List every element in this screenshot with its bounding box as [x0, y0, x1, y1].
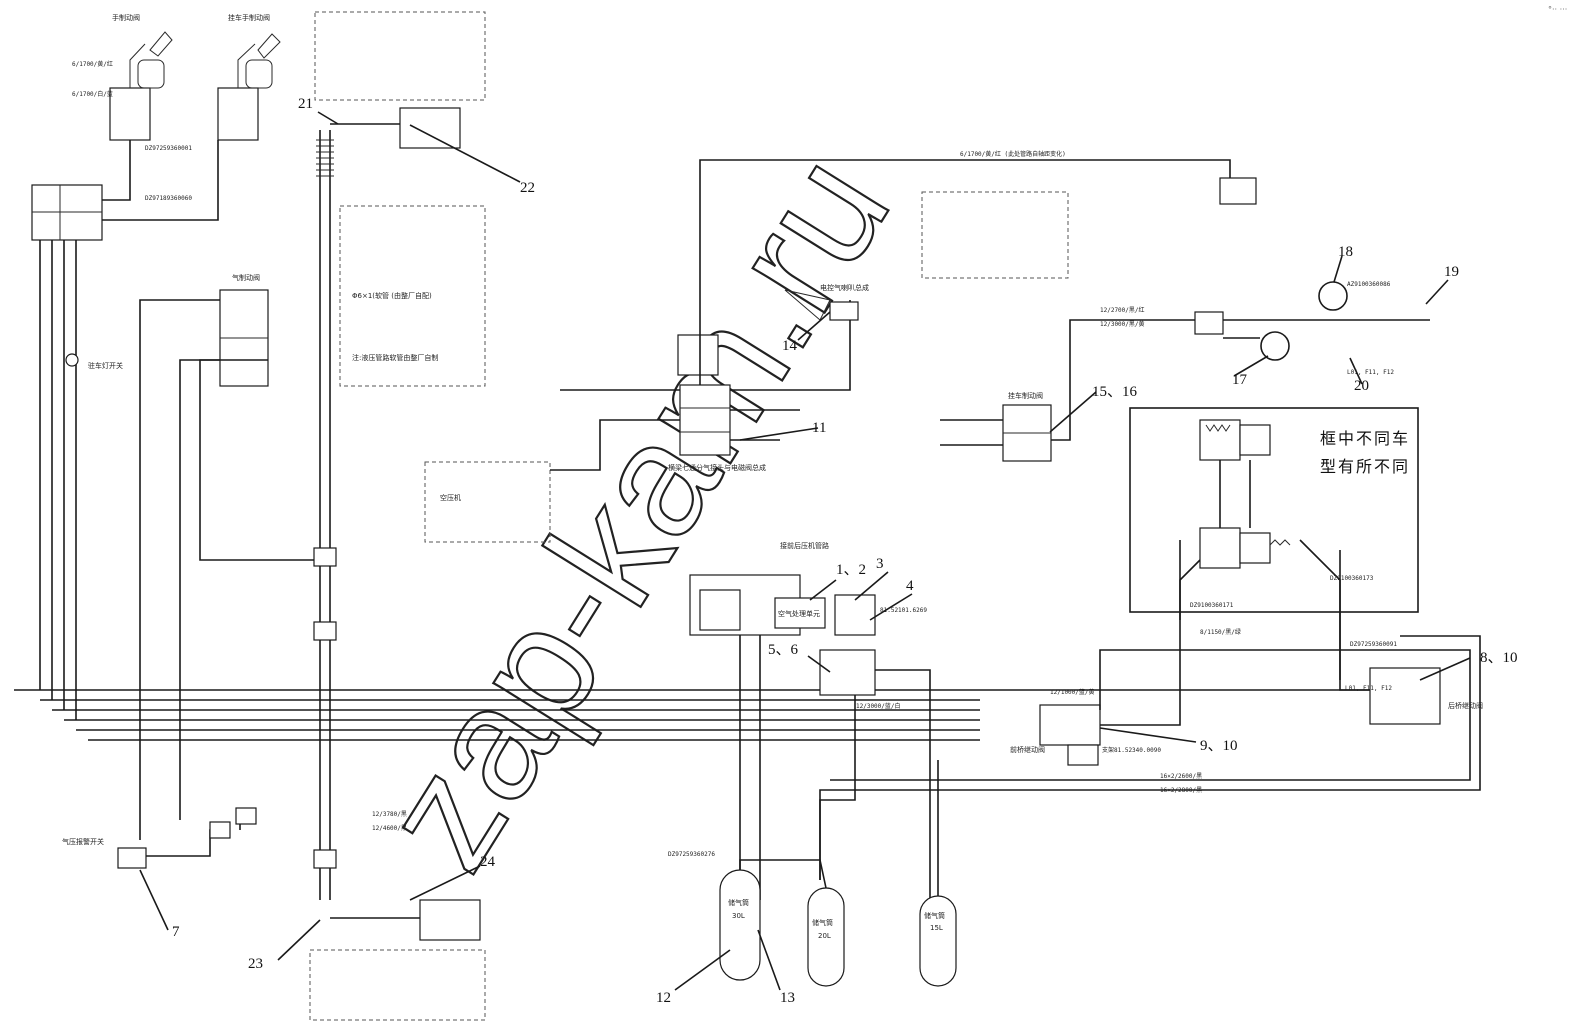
part-label: DZ97259360276: [668, 851, 715, 858]
callout-12: 12: [656, 990, 671, 1006]
rear-relay-label: 后桥继动阀: [1448, 701, 1483, 710]
tube-label: 12/4600/黑: [372, 825, 407, 832]
coupling-coil-yellow: [1260, 331, 1290, 361]
callout-13: 13: [780, 990, 795, 1006]
tank-2-sub: 20L: [818, 932, 831, 940]
trailer-valve-label: 挂车制动阀: [1008, 391, 1043, 400]
callout-5-6: 5、6: [768, 642, 799, 658]
callout-20: 20: [1354, 378, 1369, 394]
callout-7: 7: [172, 924, 180, 940]
tank-1-label: 储气筒: [728, 898, 749, 907]
part-label: DZ97259360001: [145, 145, 192, 152]
tube-label: 12/1000/蓝/黄: [1050, 688, 1095, 696]
hand-valve-label: 手制动阀: [112, 13, 140, 22]
inset-bottom: [309, 949, 486, 1021]
tube-label: 8/1150/黑/绿: [1200, 628, 1241, 636]
callout-1-2: 1、2: [836, 562, 866, 578]
corner-mark: °·· ···: [1548, 5, 1567, 14]
callout-4: 4: [906, 578, 914, 594]
callout-21: 21: [298, 96, 313, 112]
spec-label: 支架81.52340.0090: [1102, 746, 1161, 754]
air-tanks: 储气筒 30L 储气筒 20L 储气筒 15L: [719, 760, 957, 987]
tank-2-label: 储气筒: [812, 918, 833, 927]
callout-leaders: [139, 111, 1471, 991]
front-relay-valve: [1039, 704, 1101, 746]
main-brake-valve-label: 气制动阀: [232, 273, 260, 282]
tank-3-label: 储气筒: [924, 911, 945, 920]
callout-18: 18: [1338, 244, 1353, 260]
callout-22: 22: [520, 180, 535, 196]
hand-valve-group: 手制动阀 挂车手制动阀 6/1700/黄/红 6/1700/白/蓝 DZ9725…: [72, 13, 281, 202]
callout-8-10: 8、10: [1480, 650, 1518, 666]
tube-label: 16×2/2800/黑: [1160, 787, 1202, 794]
spec-label: 81.52101.6269: [880, 607, 927, 614]
tube-label: 6/1700/黄/红: [72, 60, 113, 68]
horn-label: 电控气喇叭总成: [820, 283, 869, 292]
part-label: DZ97189360060: [145, 195, 192, 202]
part-label: DZ9100360173: [1330, 575, 1374, 582]
spec-label: L01, F11, F12: [1345, 685, 1392, 692]
callout-11: 11: [812, 420, 826, 436]
tube-label: 12/3000/蓝/白: [856, 702, 901, 710]
compressor-label: 空压机: [440, 493, 461, 502]
callout-numbers: 1、2 3 4 5、6 7 8、10 9、10 11 12 13 14 15、1…: [172, 96, 1518, 1006]
callout-17: 17: [1232, 372, 1248, 388]
tank-3-sub: 15L: [930, 924, 943, 932]
air-dryer-label: 空气处理单元: [778, 609, 820, 618]
front-relay-label: 前桥继动阀: [1010, 745, 1045, 754]
tube-label: 6/1700/黄/红 (此处管路自轴距变化): [960, 150, 1066, 158]
pipe-note: Φ6×1(软管 (由整厂自配): [352, 291, 432, 300]
callout-19: 19: [1444, 264, 1459, 280]
callout-24: 24: [480, 854, 496, 870]
callout-23: 23: [248, 956, 263, 972]
pressure-sensor-label: 气压报警开关: [62, 837, 104, 846]
hose-note: 注:液压管路软管由整厂自制: [352, 353, 438, 362]
variant-frame: [1129, 407, 1419, 613]
rear-relay-valve: [1369, 667, 1441, 725]
spec-label: L01, F11, F12: [1347, 369, 1394, 376]
callout-3: 3: [876, 556, 884, 572]
tank-1-sub: 30L: [732, 912, 745, 920]
part-label: DZ9100360171: [1190, 602, 1234, 609]
chassis-note: 横梁七通分气接头与电磁阀总成: [668, 463, 766, 472]
watermark: zap-kam.ru: [347, 125, 923, 898]
callout-14: 14: [782, 338, 798, 354]
callout-15-16: 15、16: [1092, 384, 1138, 400]
frame-note-line2: 型有所不同: [1320, 457, 1410, 476]
coupling-coil-red: [1318, 281, 1348, 311]
tube-label: 16×2/2600/黑: [1160, 773, 1202, 780]
inset-middle: [339, 205, 486, 387]
part-label: DZ97259360091: [1350, 641, 1397, 648]
callout-9-10: 9、10: [1200, 738, 1238, 754]
four-circuit-valve: [819, 649, 876, 696]
tube-label: 6/1700/白/蓝: [72, 90, 113, 98]
tube-label: 12/2700/黑/红: [1100, 306, 1145, 314]
inset-top: [314, 11, 486, 101]
compressor-ref-note: 接前后压机管路: [780, 541, 829, 550]
pressure-limiting-valve: [834, 594, 876, 636]
frame-note-line1: 框中不同车: [1320, 429, 1410, 448]
tube-label: 12/3780/黑: [372, 811, 407, 818]
tube-label: 12/3000/黑/黄: [1100, 320, 1145, 328]
part-label: AZ9100360086: [1347, 281, 1391, 288]
seven-way-connector: [679, 384, 731, 456]
parking-switch-label: 驻车灯开关: [88, 361, 123, 370]
trailer-hand-valve-label: 挂车手制动阀: [228, 13, 270, 22]
